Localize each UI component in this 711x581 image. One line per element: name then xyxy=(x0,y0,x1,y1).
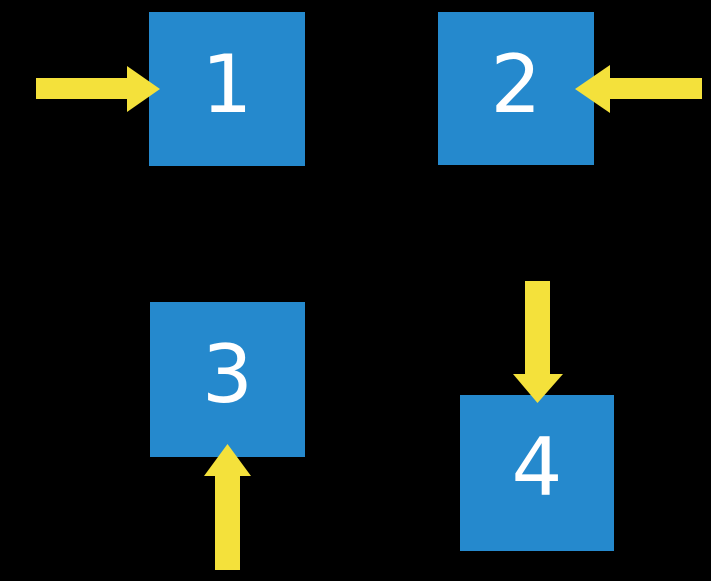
square-1 xyxy=(149,12,305,166)
square-2-group: 2 xyxy=(438,12,702,165)
square-3-label: 3 xyxy=(202,328,253,421)
arrow-right-icon xyxy=(36,66,160,112)
square-1-label: 1 xyxy=(202,38,253,131)
square-4-label: 4 xyxy=(512,421,563,514)
square-1-group: 1 xyxy=(36,12,305,166)
square-3-group: 3 xyxy=(150,302,305,570)
arrow-up-icon xyxy=(204,444,251,570)
square-2 xyxy=(438,12,594,165)
arrow-down-icon xyxy=(513,281,563,403)
square-2-label: 2 xyxy=(491,38,542,131)
square-4-group: 4 xyxy=(460,281,614,551)
square-3 xyxy=(150,302,305,457)
arrow-left-icon xyxy=(575,65,702,113)
square-4 xyxy=(460,395,614,551)
